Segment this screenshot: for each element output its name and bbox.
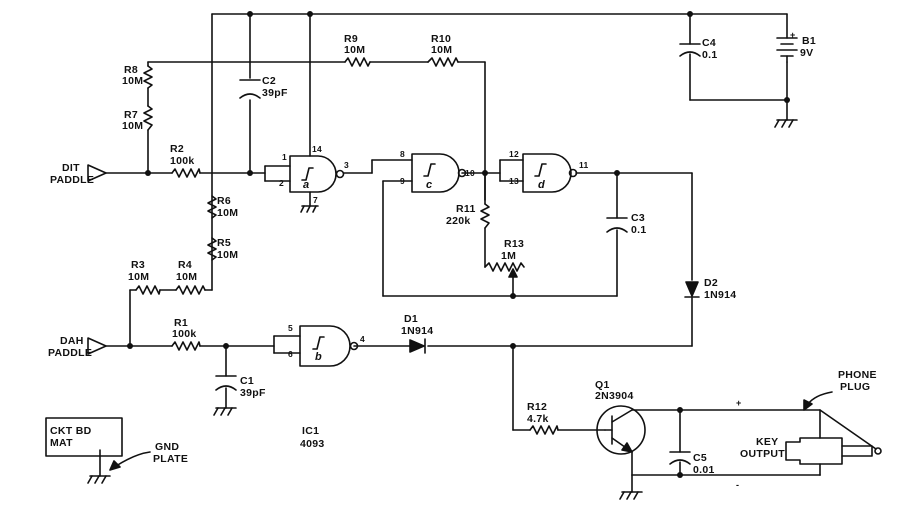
gate-d-pin-11: 11	[579, 160, 589, 170]
resistor-r1	[171, 341, 201, 351]
gate-d-pin-13: 13	[509, 176, 519, 186]
gate-a-pin-1: 1	[282, 152, 287, 162]
gate-b-pin-4: 4	[360, 334, 365, 344]
gate-b-name: b	[315, 351, 322, 363]
nand-gate-d	[522, 153, 578, 193]
diode-d1	[409, 338, 426, 354]
circuit-board-mat	[45, 417, 123, 457]
junction-dots	[127, 11, 790, 478]
dit-paddle-connector	[87, 164, 107, 182]
gate-a-pin-14: 14	[312, 144, 322, 154]
label-plug-minus: -	[736, 480, 739, 490]
gate-d-name: d	[538, 179, 545, 191]
diodes	[409, 281, 700, 354]
transistor-q1	[596, 405, 646, 455]
capacitor-c1	[215, 375, 237, 391]
gate-a-pin-2: 2	[279, 178, 284, 188]
resistor-r8	[143, 65, 153, 89]
resistor-r3	[135, 285, 161, 295]
resistor-r4	[175, 285, 206, 295]
resistor-r9	[344, 57, 371, 67]
gate-a-name: a	[303, 179, 309, 191]
gate-d-pin-12: 12	[509, 149, 519, 159]
label-b1-plus: +	[790, 30, 796, 40]
resistor-r7	[143, 105, 153, 131]
nand-gates	[289, 153, 578, 367]
gnd-plate-pointer	[109, 451, 151, 471]
capacitor-c2	[239, 79, 261, 99]
phone-plug	[785, 409, 882, 476]
resistor-r5	[207, 237, 217, 261]
resistors	[135, 57, 559, 435]
diode-d2	[684, 281, 700, 298]
paddle-connectors	[87, 164, 107, 355]
resistor-r11	[480, 203, 490, 229]
capacitor-c3	[606, 217, 628, 233]
resistor-r13	[484, 262, 525, 272]
r13-wiper-arrow	[508, 268, 518, 278]
ground-icon-gate-a	[300, 191, 319, 213]
gate-b-pin-6: 6	[288, 349, 293, 359]
ground-icon-plate	[87, 475, 111, 484]
nand-gate-a	[289, 155, 345, 193]
phone-plug-pointer	[803, 391, 833, 411]
battery-b1	[776, 37, 798, 63]
nand-gate-b	[299, 325, 359, 367]
gate-b-pin-5: 5	[288, 323, 293, 333]
capacitors	[215, 43, 701, 465]
resistor-r6	[207, 195, 217, 219]
capacitor-c4	[679, 43, 701, 57]
gate-c-pin-9: 9	[400, 176, 405, 186]
ground-icon-b1	[774, 119, 798, 128]
dah-paddle-connector	[87, 337, 107, 355]
gate-c-pin-10: 10	[465, 168, 475, 178]
ground-symbols	[87, 119, 798, 500]
ground-icon-q1	[619, 491, 643, 500]
gate-c-name: c	[426, 179, 432, 191]
wires	[99, 13, 821, 493]
gate-a-pin-7: 7	[313, 195, 318, 205]
capacitor-c5	[669, 451, 691, 465]
resistor-r2	[171, 168, 201, 178]
label-plug-plus: +	[736, 398, 742, 408]
gate-c-pin-8: 8	[400, 149, 405, 159]
nand-gate-c	[411, 153, 467, 193]
resistor-r10	[427, 57, 459, 67]
gate-a-pin-3: 3	[344, 160, 349, 170]
resistor-r12	[529, 425, 559, 435]
ground-icon-c1	[213, 407, 237, 416]
